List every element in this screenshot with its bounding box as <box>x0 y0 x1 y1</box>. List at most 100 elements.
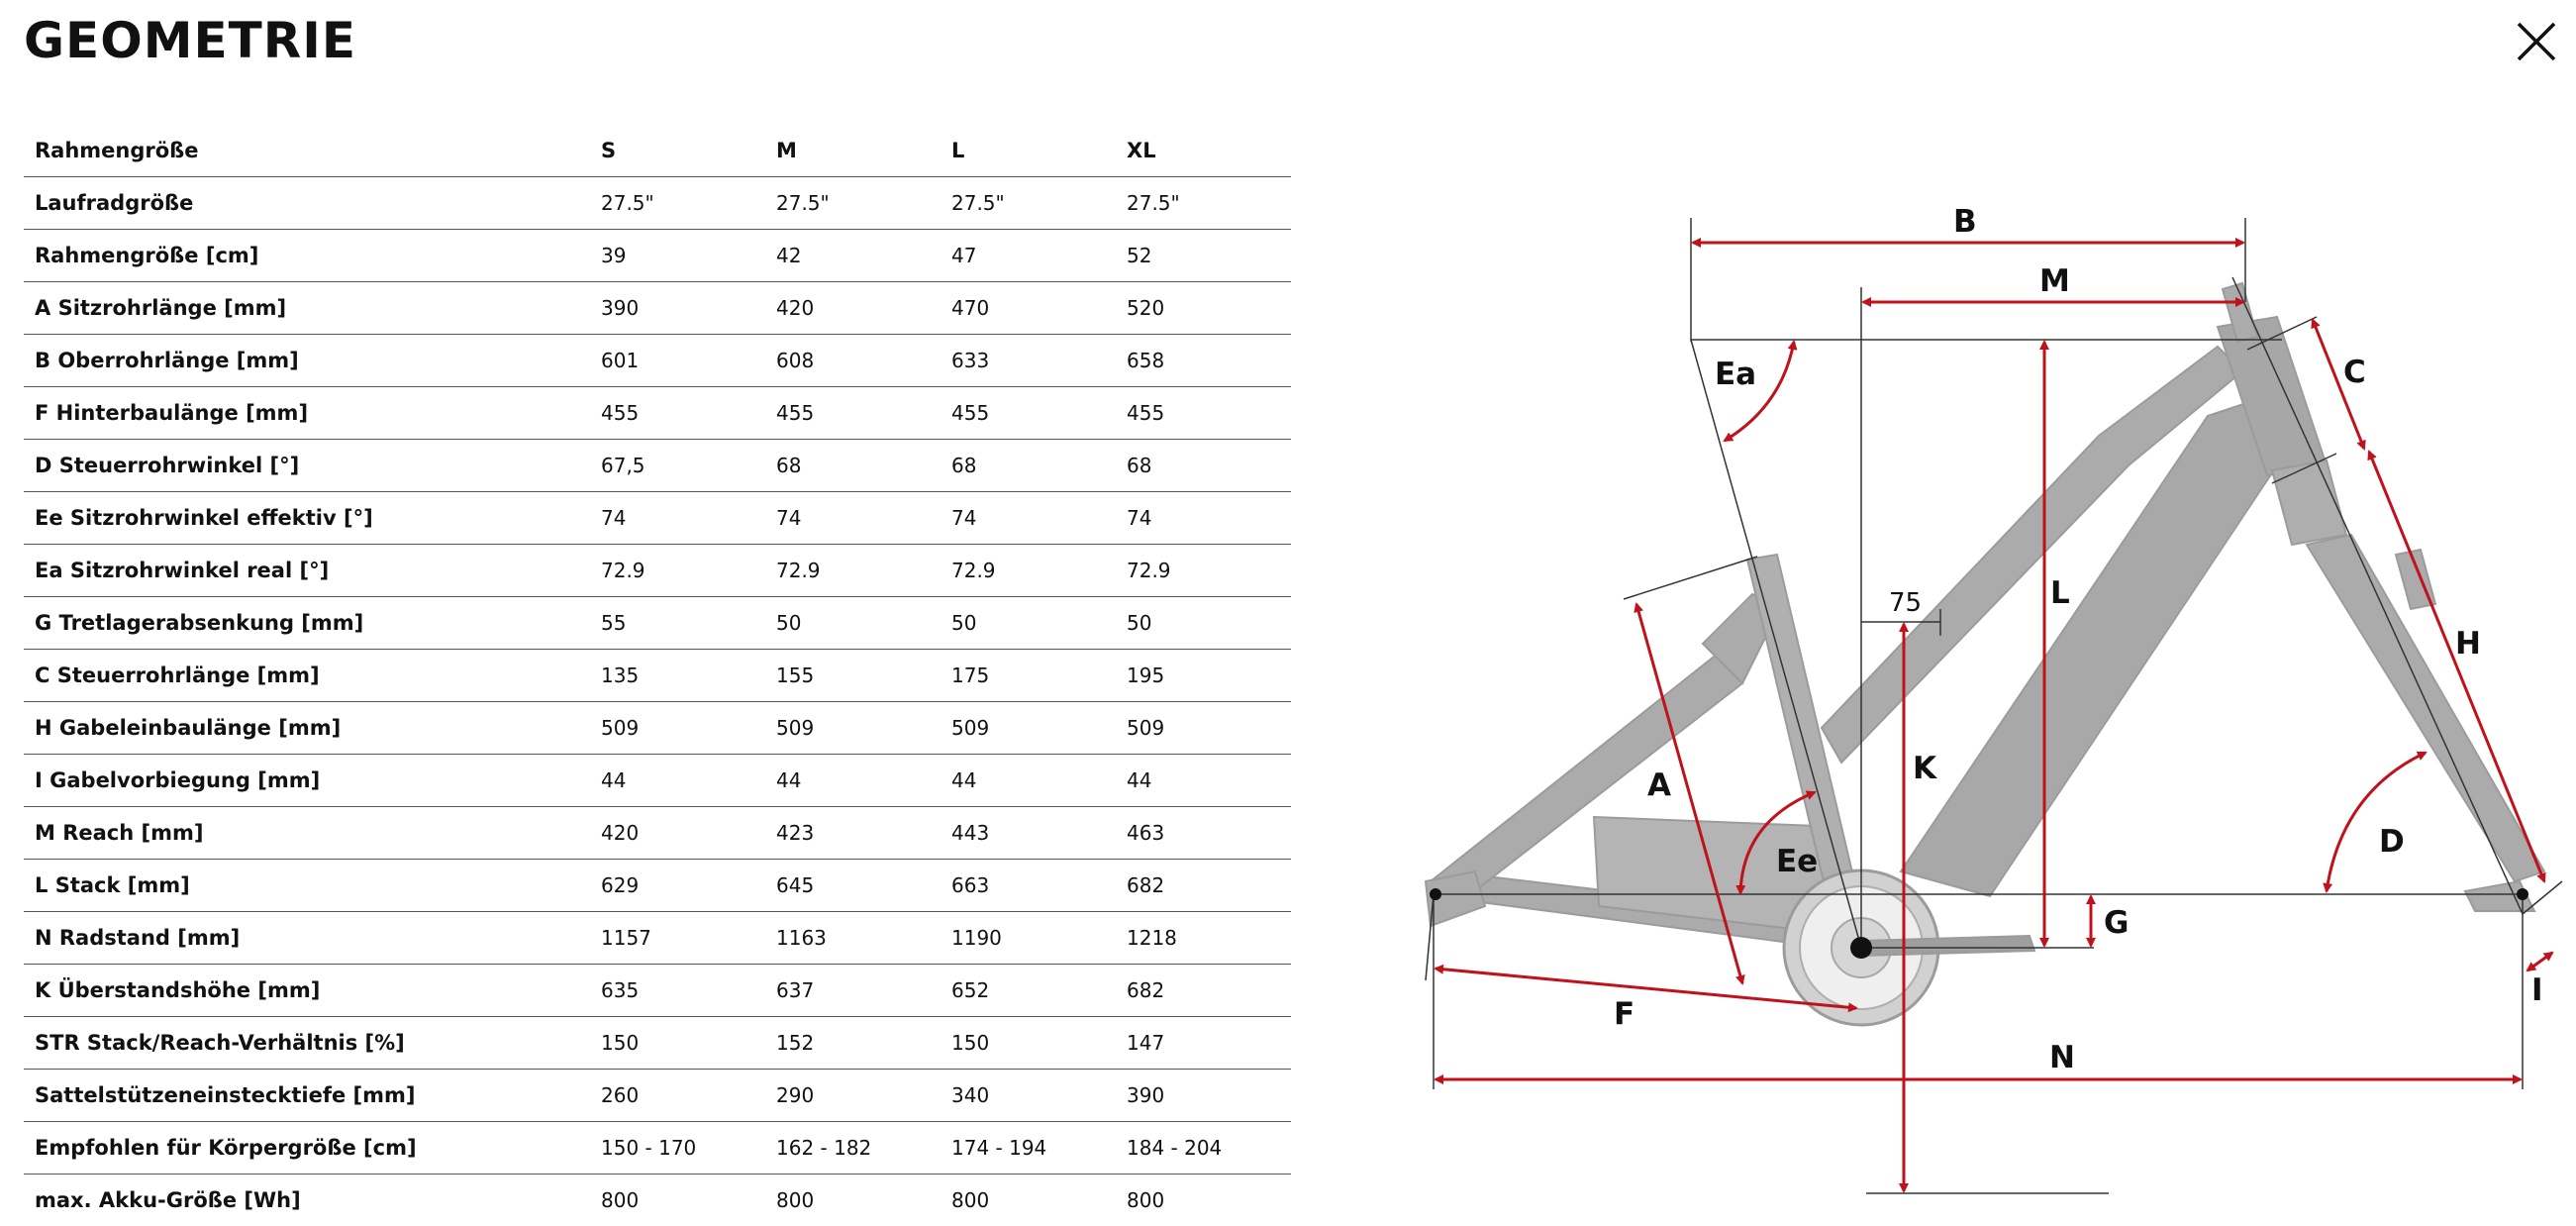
table-cell: 390 <box>590 281 765 335</box>
table-cell: 1218 <box>1116 911 1291 965</box>
table-cell: 633 <box>941 334 1116 387</box>
row-label: L Stack [mm] <box>24 859 590 912</box>
table-cell: 455 <box>765 386 941 440</box>
table-cell: 629 <box>590 859 765 912</box>
table-cell: 67,5 <box>590 439 765 492</box>
table-cell: 635 <box>590 964 765 1017</box>
header-frame-size: Rahmengröße <box>24 125 590 177</box>
table-cell: 27.5" <box>590 176 765 230</box>
table-cell: 1163 <box>765 911 941 965</box>
row-label: N Radstand [mm] <box>24 911 590 965</box>
table-cell: 55 <box>590 596 765 650</box>
table-cell: 74 <box>765 491 941 545</box>
table-cell: 800 <box>1127 1188 1165 1212</box>
label-k: K <box>1913 751 1937 786</box>
table-cell: 645 <box>765 859 941 912</box>
label-h: H <box>2455 626 2481 662</box>
label-g: G <box>2104 905 2129 941</box>
row-label: Ea Sitzrohrwinkel real [°] <box>24 544 590 597</box>
bike-frame <box>1424 281 2546 1027</box>
table-cell: 463 <box>1116 806 1291 860</box>
row-label: Laufradgröße <box>24 176 590 230</box>
table-cell: 27.5" <box>941 176 1116 230</box>
table-cell: 652 <box>941 964 1116 1017</box>
row-label: max. Akku-Größe [Wh] <box>35 1188 301 1212</box>
table-cell: 520 <box>1116 281 1291 335</box>
dim-a-arrow <box>1634 602 1745 985</box>
table-cell: 50 <box>941 596 1116 650</box>
label-c: C <box>2343 355 2366 390</box>
table-cell: 50 <box>1116 596 1291 650</box>
row-label: D Steuerrohrwinkel [°] <box>24 439 590 492</box>
row-label: Rahmengröße [cm] <box>24 229 590 282</box>
table-cell: 800 <box>951 1188 990 1212</box>
table-cell: 27.5" <box>1116 176 1291 230</box>
dim-i-arrow <box>2526 951 2554 972</box>
table-cell: 509 <box>590 701 765 755</box>
header-size-m: M <box>765 125 941 177</box>
dim-ea-arc <box>1723 340 1798 443</box>
page-title: GEOMETRIE <box>24 12 356 69</box>
table-cell: 420 <box>590 806 765 860</box>
table-cell: 800 <box>601 1188 640 1212</box>
table-cell: 682 <box>1116 859 1291 912</box>
table-cell: 162 - 182 <box>765 1121 941 1175</box>
table-cell: 47 <box>941 229 1116 282</box>
table-cell: 175 <box>941 649 1116 702</box>
close-icon[interactable] <box>2513 18 2560 65</box>
table-cell: 663 <box>941 859 1116 912</box>
label-a: A <box>1647 767 1671 803</box>
label-ee: Ee <box>1776 844 1818 879</box>
header-size-l: L <box>941 125 1116 177</box>
table-cell: 68 <box>1116 439 1291 492</box>
label-m: M <box>2039 263 2070 299</box>
table-cell: 74 <box>941 491 1116 545</box>
dim-h-arrow <box>2367 450 2546 883</box>
row-label: M Reach [mm] <box>24 806 590 860</box>
table-cell: 601 <box>590 334 765 387</box>
table-cell: 509 <box>765 701 941 755</box>
table-cell: 147 <box>1116 1016 1291 1070</box>
row-label: Sattelstützeneinstecktiefe [mm] <box>24 1069 590 1122</box>
construction-lines <box>1425 218 2563 1194</box>
table-cell: 800 <box>776 1188 815 1212</box>
header-size-xl: XL <box>1116 125 1291 177</box>
table-cell: 74 <box>590 491 765 545</box>
table-cell: 1157 <box>590 911 765 965</box>
table-cell: 443 <box>941 806 1116 860</box>
row-label: B Oberrohrlänge [mm] <box>24 334 590 387</box>
table-cell: 509 <box>1116 701 1291 755</box>
row-label: STR Stack/Reach-Verhältnis [%] <box>24 1016 590 1070</box>
table-cell: 420 <box>765 281 941 335</box>
table-cell: 68 <box>941 439 1116 492</box>
label-ea: Ea <box>1715 357 1756 392</box>
table-cell: 68 <box>765 439 941 492</box>
table-row: max. Akku-Größe [Wh] 800 800 800 800 <box>24 1175 1291 1226</box>
front-axle-dot <box>2517 888 2528 900</box>
table-cell: 44 <box>1116 754 1291 807</box>
row-label: A Sitzrohrlänge [mm] <box>24 281 590 335</box>
table-cell: 195 <box>1116 649 1291 702</box>
table-cell: 135 <box>590 649 765 702</box>
row-label: Empfohlen für Körpergröße [cm] <box>24 1121 590 1175</box>
label-i: I <box>2531 972 2543 1008</box>
table-cell: 155 <box>765 649 941 702</box>
table-cell: 455 <box>590 386 765 440</box>
table-cell: 682 <box>1116 964 1291 1017</box>
label-f: F <box>1614 996 1635 1032</box>
dimension-arrows <box>1434 238 2554 1193</box>
table-cell: 340 <box>941 1069 1116 1122</box>
table-cell: 39 <box>590 229 765 282</box>
table-header-row: Rahmengröße S M L XL <box>24 125 1291 177</box>
